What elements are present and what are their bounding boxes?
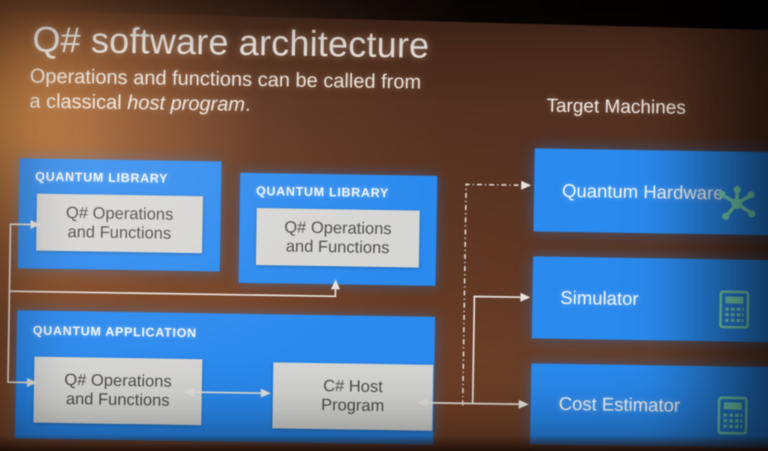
arrow-to-simulator [471,292,531,404]
page-title: Q# software architecture [32,18,430,66]
quantum-application-box: QUANTUM APPLICATION Q# Operations and Fu… [15,310,436,445]
target-machine-quantum-hardware: Quantum Hardware [533,148,768,236]
lib1-ops-line-1: Q# Operations [65,203,174,224]
calculator-icon [718,290,750,333]
quantum-library-1-caption: QUANTUM LIBRARY [35,169,169,186]
app-ops-line-2: and Functions [65,390,170,410]
target-machines-heading: Target Machines [546,95,686,119]
node-graph-icon [714,181,759,231]
host-line-1: C# Host [323,377,383,397]
subtitle-text-after: . [244,93,251,116]
lib1-ops-line-2: and Functions [67,222,172,243]
app-ops-line-1: Q# Operations [64,371,172,391]
arrow-host-to-cost-estimator [417,398,529,409]
application-operations-box: Q# Operations and Functions [33,356,203,426]
quantum-library-2-operations: Q# Operations and Functions [255,208,420,268]
slide-subtitle: Operations and functions can be called f… [29,64,430,120]
target-machine-cost-estimator: Cost Estimator [530,363,768,449]
quantum-hardware-label: Quantum Hardware [561,179,724,204]
simulator-label: Simulator [560,286,639,310]
quantum-library-2-caption: QUANTUM LIBRARY [255,184,390,201]
arrow-to-quantum-hardware-dashed [461,180,532,406]
target-machine-simulator: Simulator [531,256,768,343]
csharp-host-program-box: C# Host Program [272,362,434,431]
calculator-icon [717,396,748,439]
cost-estimator-label: Cost Estimator [558,392,681,416]
quantum-library-box-2: QUANTUM LIBRARY Q# Operations and Functi… [238,172,438,286]
quantum-library-box-1: QUANTUM LIBRARY Q# Operations and Functi… [17,158,222,272]
host-line-2: Program [320,396,385,416]
lib2-ops-line-1: Q# Operations [284,218,392,238]
quantum-application-caption: QUANTUM APPLICATION [32,323,197,341]
subtitle-emphasis: host program [127,92,246,116]
quantum-library-1-operations: Q# Operations and Functions [36,193,203,254]
lib2-ops-line-2: and Functions [285,237,390,257]
